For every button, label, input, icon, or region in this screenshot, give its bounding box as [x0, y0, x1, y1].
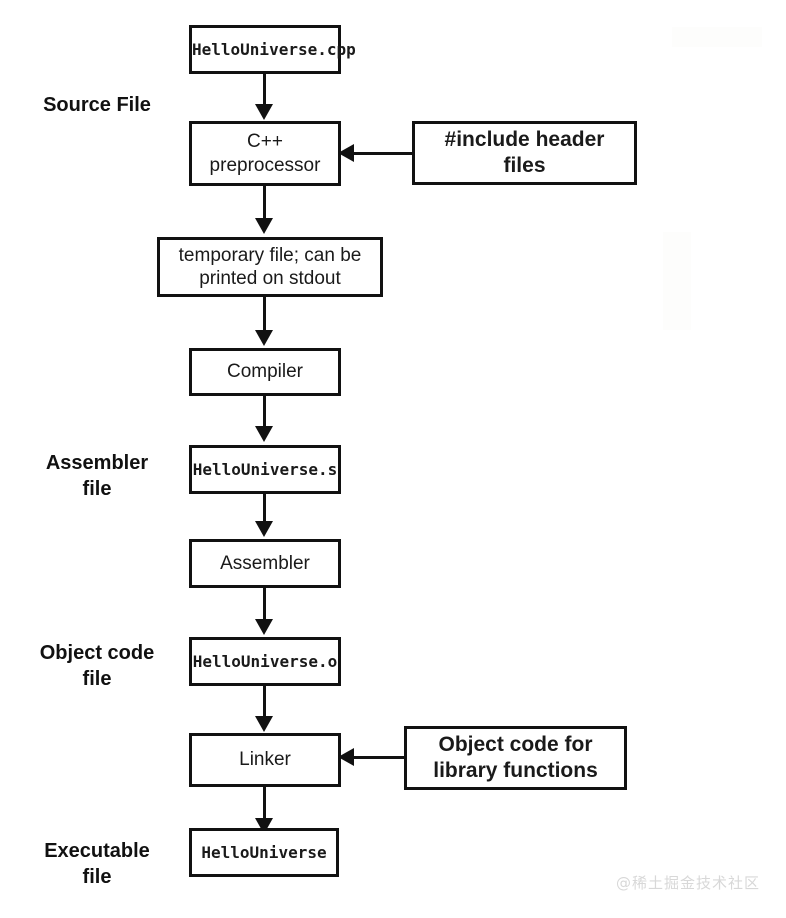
arrowhead-temp-to-compiler [255, 330, 273, 346]
arrowhead-asmfile-to-assembler [255, 521, 273, 537]
label-object-code-file: Object code file [39, 642, 155, 690]
connector-preprocessor-to-temp [263, 185, 266, 223]
connector-library-to-linker [352, 756, 406, 759]
node-assembler[interactable]: Assembler [189, 539, 341, 588]
node-include-header-files[interactable]: #include header files [412, 121, 637, 185]
label-executable-file: Executable file [44, 840, 150, 888]
connector-linker-to-executable [263, 786, 266, 824]
arrowhead-compiler-to-asmfile [255, 426, 273, 442]
node-linker-label: Linker [239, 749, 291, 771]
watermark: @稀土掘金技术社区 [616, 874, 761, 892]
node-temporary-file-label: temporary file; can be printed on stdout [178, 244, 362, 289]
arrowhead-preprocessor-to-temp [255, 218, 273, 234]
arrowhead-objfile-to-linker [255, 716, 273, 732]
node-hellouniverse-exe-label: HelloUniverse [201, 842, 327, 862]
node-object-code-library[interactable]: Object code for library functions [404, 726, 627, 790]
node-hellouniverse-cpp-label: HelloUniverse.cpp [192, 39, 356, 59]
node-compiler[interactable]: Compiler [189, 348, 341, 396]
node-cpp-preprocessor[interactable]: C++ preprocessor [189, 121, 341, 186]
background-artifact [663, 232, 691, 330]
node-temporary-file[interactable]: temporary file; can be printed on stdout [157, 237, 383, 297]
node-hellouniverse-s-label: HelloUniverse.s [192, 459, 338, 479]
arrowhead-library-to-linker [338, 748, 354, 766]
connector-temp-to-compiler [263, 296, 266, 334]
node-linker[interactable]: Linker [189, 733, 341, 787]
connector-asmfile-to-assembler [263, 493, 266, 526]
label-assembler-file: Assembler file [45, 452, 149, 500]
arrowhead-cpp-to-preprocessor [255, 104, 273, 120]
connector-cpp-to-preprocessor [263, 73, 266, 109]
node-compiler-label: Compiler [226, 361, 304, 383]
node-assembler-label: Assembler [220, 552, 310, 574]
node-hellouniverse-exe[interactable]: HelloUniverse [189, 828, 339, 877]
background-artifact [672, 27, 762, 47]
node-hellouniverse-o-label: HelloUniverse.o [192, 651, 338, 671]
node-cpp-preprocessor-label: C++ preprocessor [209, 131, 321, 176]
node-hellouniverse-cpp[interactable]: HelloUniverse.cpp [189, 25, 356, 74]
node-include-header-files-label: #include header files [444, 128, 605, 177]
arrowhead-headers-to-preprocessor [338, 144, 354, 162]
label-source-file: Source File [43, 94, 151, 116]
arrowhead-assembler-to-objfile [255, 619, 273, 635]
node-hellouniverse-s[interactable]: HelloUniverse.s [189, 445, 341, 494]
connector-objfile-to-linker [263, 685, 266, 721]
connector-headers-to-preprocessor [352, 152, 414, 155]
node-object-code-library-label: Object code for library functions [433, 733, 598, 782]
node-hellouniverse-o[interactable]: HelloUniverse.o [189, 637, 341, 686]
connector-assembler-to-objfile [263, 587, 266, 623]
connector-compiler-to-asmfile [263, 395, 266, 431]
